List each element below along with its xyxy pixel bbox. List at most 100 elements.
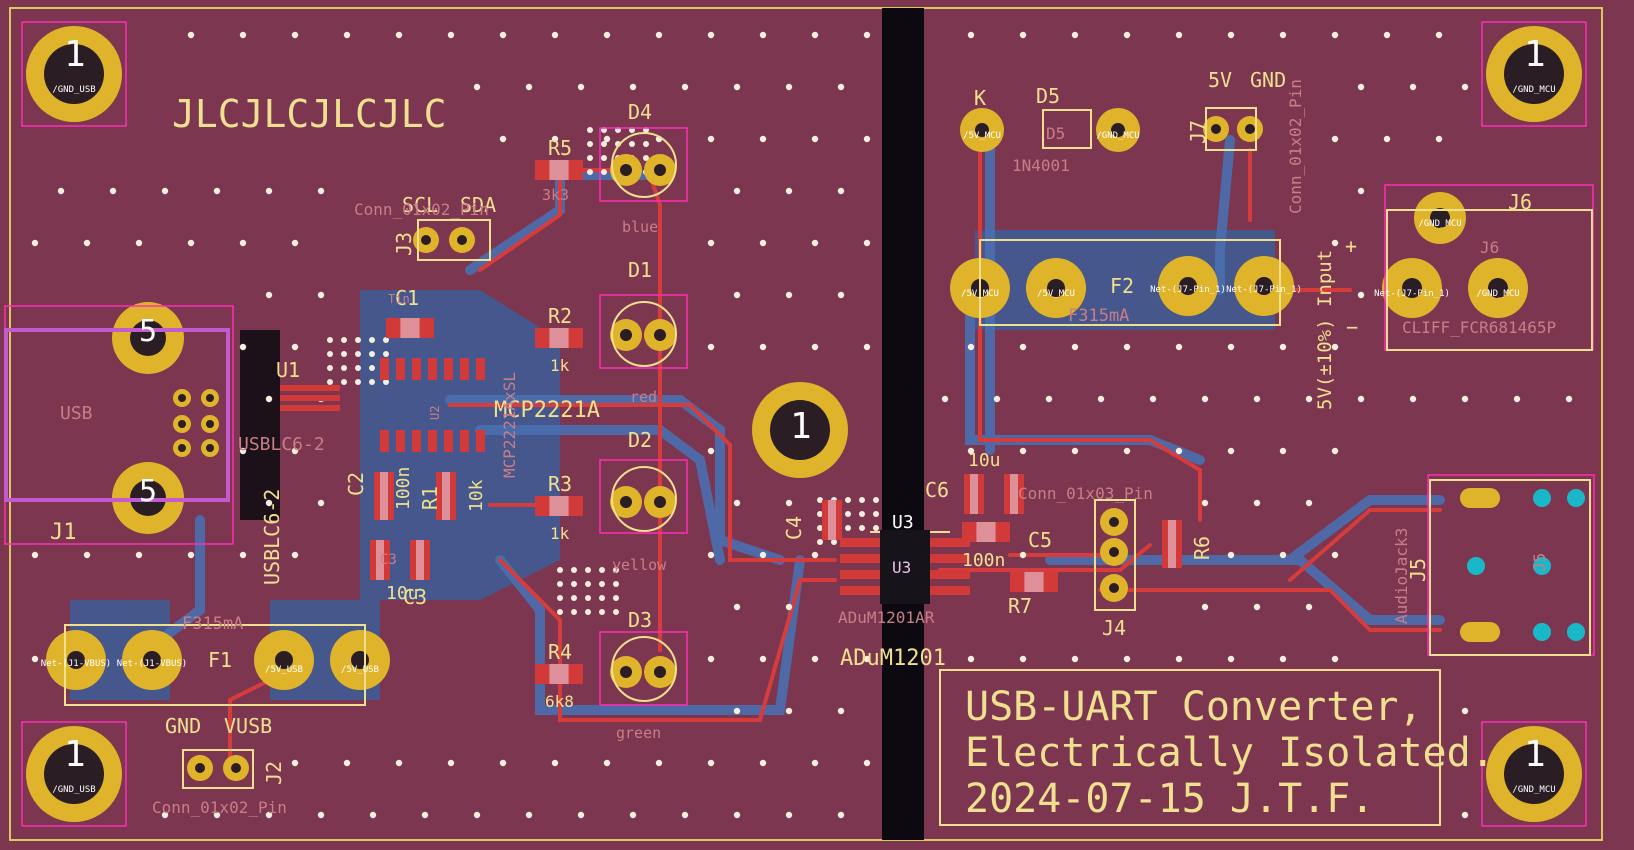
header-pin-hole: [1245, 124, 1255, 134]
ref-J3: J3: [392, 231, 416, 256]
ref-R1: R1: [418, 485, 442, 510]
via: [587, 127, 593, 133]
th-pads: [26, 26, 1585, 822]
via: [1409, 395, 1417, 403]
jack-npth: [1533, 557, 1551, 575]
via: [571, 581, 577, 587]
pad-net-D5-1: /5V_MCU: [963, 131, 1001, 141]
mount-hole-4-num: 1: [1524, 734, 1546, 775]
pad-net-F1-1a: /5V_USB: [265, 665, 303, 675]
via: [327, 365, 333, 371]
led-pad-hole: [620, 496, 632, 508]
fab-D1: red: [630, 388, 658, 406]
smd-11-body: [1010, 474, 1018, 514]
via: [655, 31, 663, 39]
via: [733, 83, 741, 91]
u3-pin: [930, 554, 970, 563]
via: [557, 581, 563, 587]
via: [859, 511, 865, 517]
via: [603, 135, 611, 143]
pad-net-F1-2a: Net-(J1-VBUS): [40, 659, 112, 669]
J6-plus-label: +: [1345, 234, 1358, 258]
led-pad-hole: [654, 164, 666, 176]
smd-4-body: [400, 318, 420, 338]
via: [557, 595, 563, 601]
via: [873, 525, 879, 531]
via: [759, 31, 767, 39]
via: [557, 609, 563, 615]
u2-pin: [396, 430, 405, 452]
u3-pin: [930, 570, 970, 579]
mount-hole-4-net: /GND_MCU: [1512, 785, 1556, 795]
via: [1227, 551, 1235, 559]
ref-R7: R7: [1008, 594, 1033, 618]
via: [831, 539, 837, 545]
via: [681, 811, 689, 819]
jack-pad: [1460, 488, 1500, 508]
via: [1071, 31, 1079, 39]
via: [327, 337, 333, 343]
via: [239, 31, 247, 39]
via: [1019, 655, 1027, 663]
led-pad-hole: [654, 666, 666, 678]
via: [317, 187, 325, 195]
via: [811, 239, 819, 247]
via: [499, 135, 507, 143]
via: [265, 499, 273, 507]
via: [395, 31, 403, 39]
via: [1227, 447, 1235, 455]
via: [863, 239, 871, 247]
via: [473, 83, 481, 91]
via: [613, 609, 619, 615]
u2-pin: [476, 358, 485, 380]
led-pad-hole: [654, 329, 666, 341]
smd-2-body: [549, 496, 569, 516]
smd-parts: [280, 160, 1182, 684]
via: [1097, 395, 1105, 403]
smd-8-body: [416, 540, 424, 580]
J7-pin1-label: 5V: [1208, 68, 1233, 92]
J2-pin2-label: VUSB: [224, 714, 273, 738]
via: [291, 343, 299, 351]
ref-D3: D3: [628, 608, 653, 632]
usb-pad-hole: [178, 444, 186, 452]
via: [1201, 395, 1209, 403]
ref-U1: U1: [276, 358, 301, 382]
fab-F2: F315mA: [1068, 306, 1130, 326]
via: [587, 155, 593, 161]
via: [863, 135, 871, 143]
ref-C1: C1: [395, 286, 420, 310]
via: [525, 811, 533, 819]
via: [161, 187, 169, 195]
ref-F1: F1: [208, 648, 233, 672]
header-pin-hole: [1109, 547, 1119, 557]
via: [291, 31, 299, 39]
via: [863, 31, 871, 39]
ref-U2: U2: [428, 405, 442, 420]
value-J6: CLIFF_FCR681465P: [1402, 318, 1557, 337]
fuse-pad-hole: [143, 651, 161, 669]
pad-net-J6-1: Net-(J7-Pin_1): [1374, 289, 1450, 299]
via: [1461, 811, 1469, 819]
usb-pad-hole: [206, 394, 214, 402]
via: [837, 83, 845, 91]
value-R5: 3k3: [542, 186, 570, 204]
via: [395, 759, 403, 767]
via: [707, 447, 715, 455]
via: [369, 379, 375, 385]
via: [863, 343, 871, 351]
via: [599, 567, 605, 573]
via: [655, 759, 663, 767]
via: [967, 31, 975, 39]
via: [1305, 395, 1313, 403]
pad-net-J6-3: /GND_MCU: [1418, 219, 1462, 229]
u3-pin: [840, 570, 880, 579]
value-J5: AudioJack3: [1392, 527, 1411, 624]
via: [135, 239, 143, 247]
via: [1123, 31, 1131, 39]
ref-R3: R3: [548, 472, 573, 496]
via: [707, 655, 715, 663]
via: [603, 31, 611, 39]
header-pin-hole: [1211, 124, 1221, 134]
